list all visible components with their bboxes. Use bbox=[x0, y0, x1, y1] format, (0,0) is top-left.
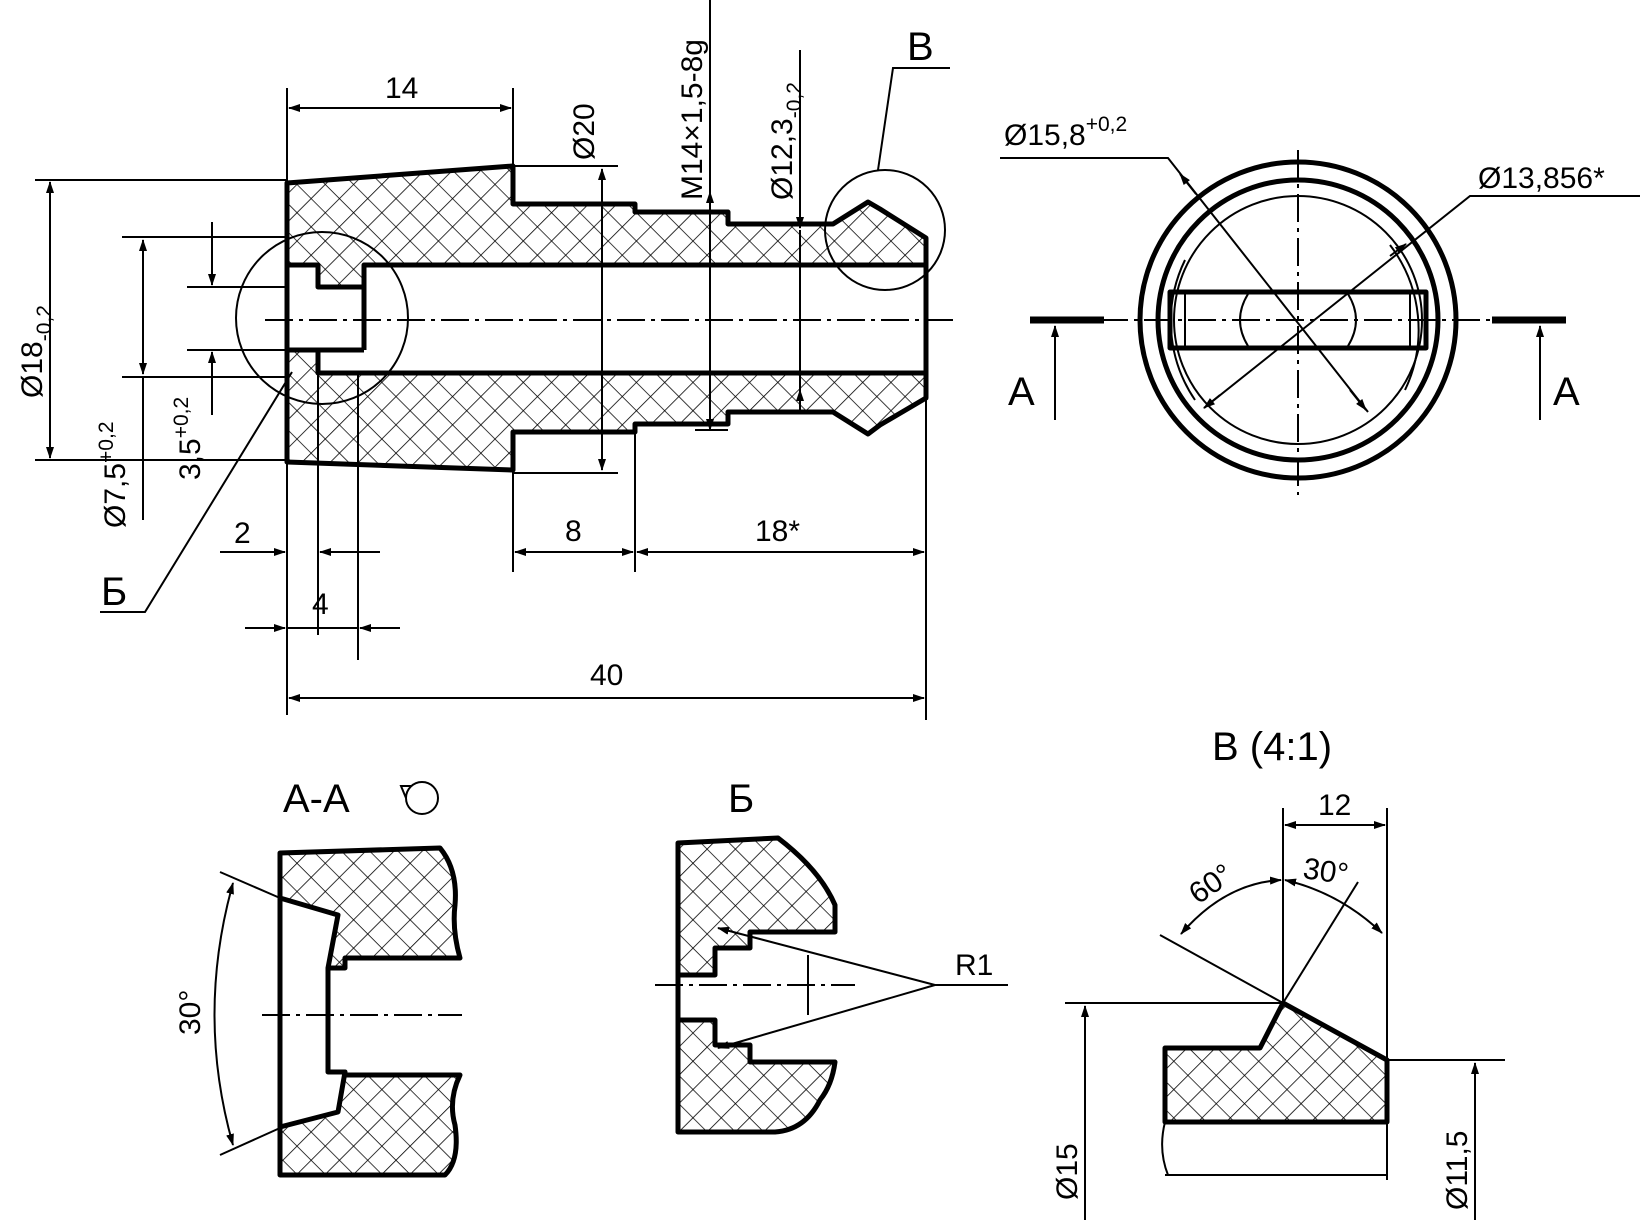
angle-30-label: 30° bbox=[1301, 852, 1351, 891]
dim-14-label: 14 bbox=[385, 72, 418, 105]
dim-d158-arrow2 bbox=[1349, 389, 1367, 411]
dim-d13856-arrow1 bbox=[1389, 243, 1407, 257]
dim-d75-label: Ø7,5+0,2 bbox=[95, 421, 132, 528]
dim-12-label: 12 bbox=[1318, 789, 1351, 822]
dim-2-label: 2 bbox=[234, 517, 251, 550]
dim-40-label: 40 bbox=[590, 659, 623, 692]
dim-d158-leader bbox=[1000, 157, 1369, 413]
dim-d13856-label: Ø13,856* bbox=[1478, 162, 1605, 195]
dim-4-label: 4 bbox=[312, 588, 329, 621]
detail-b-leader bbox=[100, 371, 293, 613]
dim-18-label: 18* bbox=[755, 515, 800, 548]
detail-b-circle bbox=[235, 231, 409, 405]
angle-60-label: 60° bbox=[1183, 858, 1239, 911]
section-aa-bottom bbox=[277, 1069, 463, 1178]
arc-guide bbox=[1389, 244, 1420, 391]
main-view: Б В Ø18-0,2 Ø7,5+0,2 3,5+0,2 14 Ø20 bbox=[16, 0, 955, 720]
detail-v-label: В bbox=[907, 25, 934, 69]
break-line bbox=[1161, 1121, 1169, 1176]
dim-d115-label: Ø11,5 bbox=[1441, 1131, 1474, 1211]
dim-d158-label: Ø15,8+0,2 bbox=[1004, 113, 1127, 152]
dim-thread-label: M14×1,5-8g bbox=[676, 39, 709, 200]
detail-v-title: В (4:1) bbox=[1212, 725, 1332, 769]
detail-b-label: Б bbox=[101, 570, 127, 614]
dim-d18-label: Ø18-0,2 bbox=[16, 305, 56, 398]
section-aa: А-А 30° bbox=[174, 777, 463, 1178]
dim-8-label: 8 bbox=[565, 515, 582, 548]
detail-v-leader bbox=[877, 67, 950, 171]
detail-v-section bbox=[1162, 1000, 1390, 1125]
dim-d20-label: Ø20 bbox=[568, 103, 601, 160]
dim-d15-label: Ø15 bbox=[1051, 1143, 1084, 1200]
angle-line-60 bbox=[1159, 934, 1284, 1004]
r1-leader-bottom bbox=[717, 984, 936, 1049]
angle-30-arc bbox=[213, 882, 234, 1146]
rotation-icon-arrow bbox=[399, 785, 411, 799]
angle-30-arc bbox=[1284, 878, 1383, 934]
section-aa-angle: 30° bbox=[174, 990, 207, 1035]
dim-d158-arrow1 bbox=[1179, 173, 1197, 195]
section-aa-top bbox=[277, 845, 463, 971]
r1-label: R1 bbox=[955, 949, 993, 982]
cut-label-right: А bbox=[1553, 370, 1580, 414]
detail-v-circle bbox=[824, 169, 946, 291]
arc-guide bbox=[1169, 259, 1196, 401]
detail-b-title: Б bbox=[728, 777, 754, 821]
angle-line-30 bbox=[1282, 881, 1359, 1004]
dim-d123-label: Ø12,3-0,2 bbox=[766, 82, 806, 200]
end-view: Ø15,8+0,2 Ø13,856* А А bbox=[1000, 113, 1640, 495]
angle-60-arc bbox=[1180, 876, 1282, 935]
section-aa-title: А-А bbox=[283, 777, 350, 821]
detail-b-view: Б R1 bbox=[655, 777, 1008, 1135]
lower-wall-section bbox=[284, 347, 929, 473]
dim-35-label: 3,5+0,2 bbox=[170, 397, 207, 480]
detail-b-top bbox=[675, 835, 838, 978]
upper-wall-section bbox=[284, 163, 929, 290]
dim-d13856-arrow2 bbox=[1203, 394, 1221, 409]
angle-ext bbox=[219, 871, 281, 899]
dim-d13856-leader bbox=[1203, 195, 1640, 409]
detail-v-view: В (4:1) 12 60° 30° Ø15 Ø11,5 bbox=[1051, 725, 1505, 1220]
cut-label-left: А bbox=[1008, 370, 1035, 414]
angle-ext bbox=[219, 1127, 281, 1156]
r1-leader-top bbox=[717, 926, 936, 986]
section-aa-slot bbox=[325, 968, 345, 1075]
